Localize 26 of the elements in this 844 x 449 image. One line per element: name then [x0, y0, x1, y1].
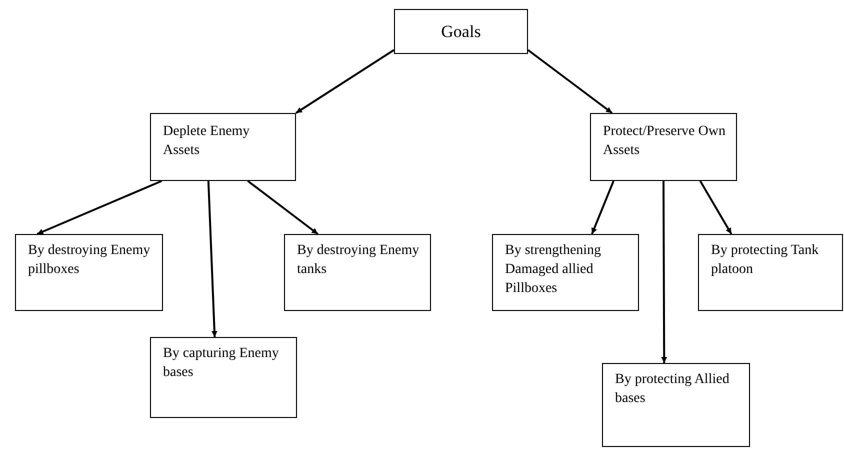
goal-box	[284, 234, 431, 311]
arrow	[295, 49, 395, 114]
goal-box	[15, 234, 163, 311]
arrow	[661, 181, 668, 363]
arrow	[207, 180, 218, 338]
goal-text: By capturing Enemy bases	[163, 345, 280, 382]
goal-text: By destroying Enemy tanks	[297, 242, 420, 279]
arrow	[247, 180, 318, 235]
goal-text: By destroying Enemy pillboxes	[28, 242, 152, 279]
goal-box	[150, 113, 296, 181]
goal-box	[602, 363, 750, 447]
arrow	[699, 180, 732, 234]
goal-text: Deplete Enemy Assets	[163, 123, 251, 160]
arrow	[36, 180, 162, 235]
goal-box	[590, 113, 737, 181]
arrow	[527, 49, 613, 114]
goal-text: By protecting Allied bases	[615, 371, 730, 408]
goal-text: Goals	[440, 21, 482, 43]
goal-box	[698, 234, 843, 311]
goal-box	[150, 337, 297, 418]
goal-box	[492, 234, 639, 311]
goal-text: By protecting Tank platoon	[711, 242, 820, 279]
goal-box	[394, 9, 528, 54]
goal-text: Protect/Preserve Own Assets	[603, 123, 726, 160]
goal-text: By strengthening Damaged allied Pillboxes	[505, 242, 602, 298]
arrow	[591, 180, 614, 234]
